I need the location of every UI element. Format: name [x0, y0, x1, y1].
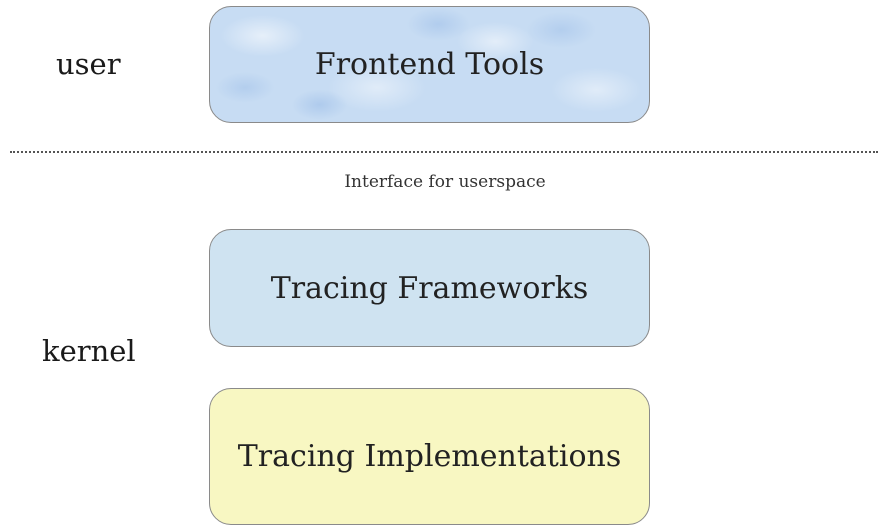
user-layer-label: user: [56, 47, 121, 81]
user-kernel-divider: [10, 151, 878, 153]
tracing-frameworks-box: Tracing Frameworks: [209, 229, 650, 347]
frontend-tools-label: Frontend Tools: [314, 47, 545, 82]
tracing-frameworks-label: Tracing Frameworks: [270, 270, 589, 306]
tracing-implementations-box: Tracing Implementations: [209, 388, 650, 525]
interface-caption: Interface for userspace: [344, 172, 546, 192]
tracing-implementations-label: Tracing Implementations: [237, 439, 622, 474]
frontend-tools-box: Frontend Tools: [209, 6, 650, 123]
kernel-layer-label: kernel: [42, 334, 136, 368]
